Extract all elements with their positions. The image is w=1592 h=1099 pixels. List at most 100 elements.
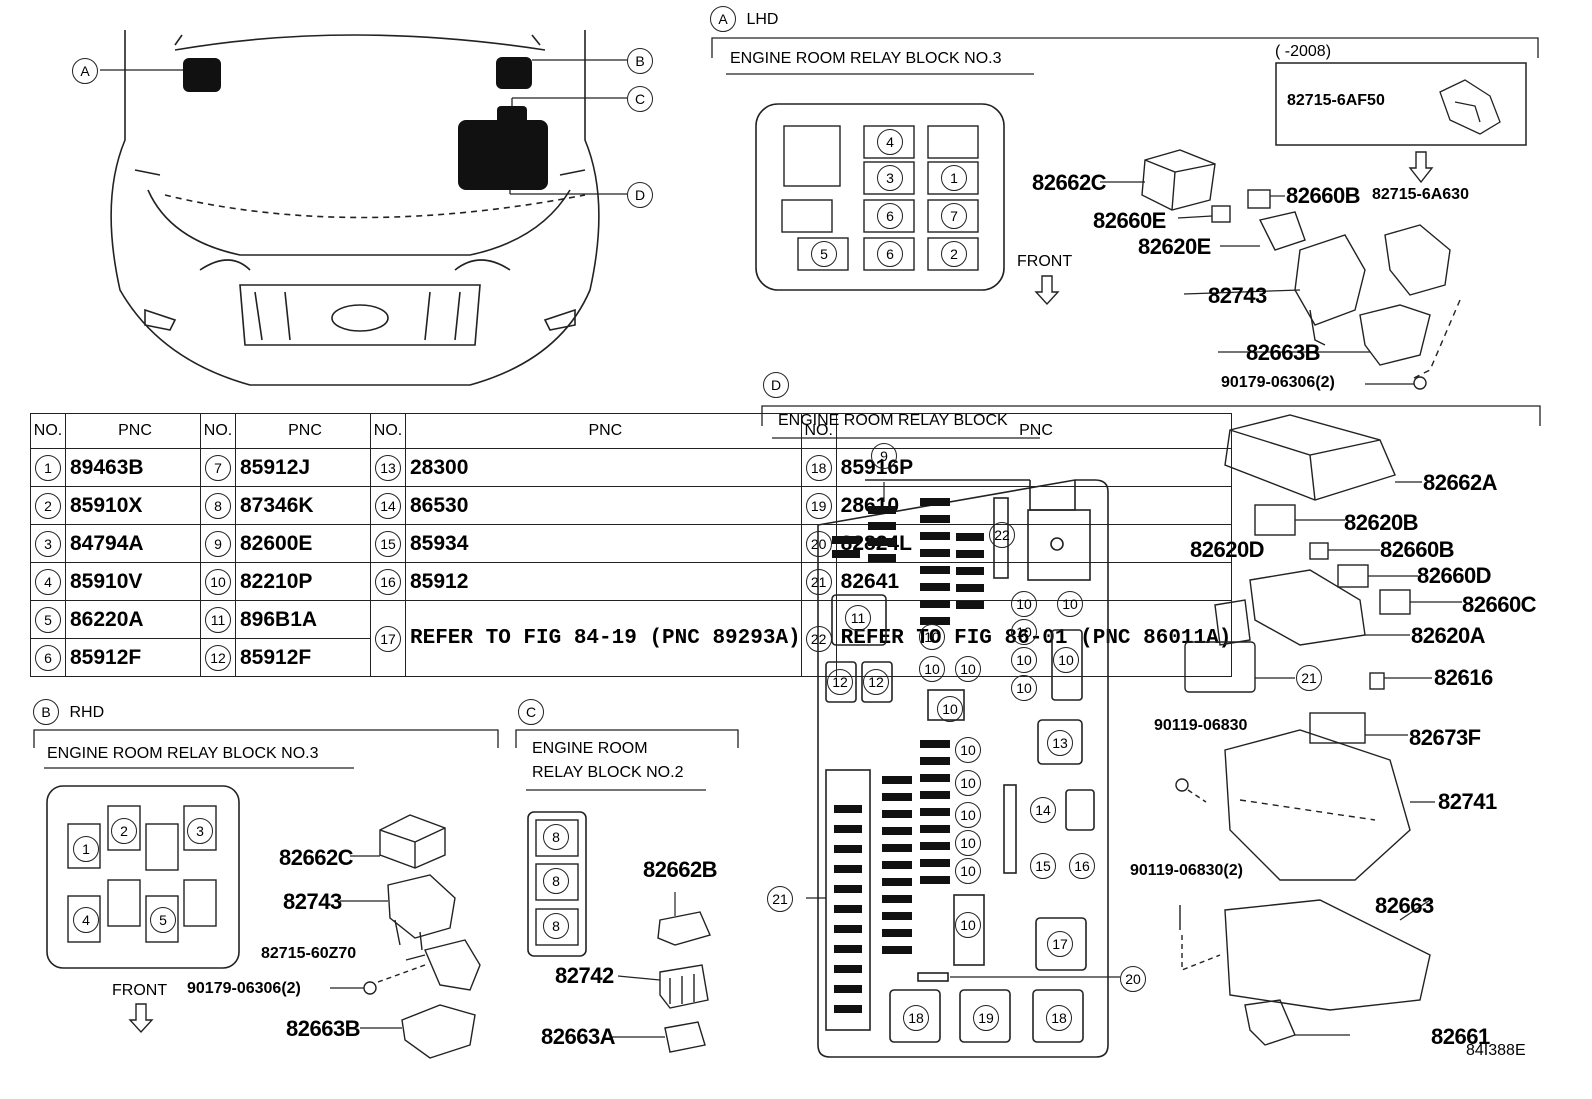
slot-d-10e: 10 <box>1011 647 1037 673</box>
callout-c-label: C <box>627 86 653 112</box>
part-82742: 82742 <box>555 963 614 988</box>
engine-room-relay-block <box>806 479 1120 1058</box>
slot-c-8b: 8 <box>543 868 569 894</box>
pnc-cell: 82210P <box>235 562 371 601</box>
pnc-cell: 85912 <box>405 562 802 601</box>
slot-d-15: 15 <box>1030 853 1056 879</box>
pnc-cell: 85910V <box>65 562 201 601</box>
part-82715-60z70: 82715-60Z70 <box>261 945 357 962</box>
pnc-cell: 85912F <box>65 638 201 677</box>
part-82662b: 82662B <box>643 857 718 882</box>
slot-d-10b: 10 <box>1057 591 1083 617</box>
section-d-bracket <box>761 405 1541 439</box>
part-82663b-a: 82663B <box>1246 340 1321 365</box>
slot-d-10c: 10 <box>1011 619 1037 645</box>
item-number: 8 <box>205 492 231 519</box>
slot-d-10h: 10 <box>955 656 981 682</box>
section-c-title-1: ENGINE ROOM <box>532 740 648 757</box>
table-row: 6 85912F 12 85912F <box>30 638 1232 677</box>
slot-d-13: 13 <box>1047 730 1073 756</box>
section-b-title: ENGINE ROOM RELAY BLOCK NO.3 <box>47 745 319 762</box>
section-b-variant: RHD <box>69 704 105 721</box>
table-header: PNC <box>405 413 802 449</box>
table-header: NO. <box>200 413 236 449</box>
front-label-a: FRONT <box>1017 253 1073 270</box>
inset-period: ( -2008) <box>1275 43 1332 60</box>
item-number: 2 <box>35 492 61 519</box>
slot-b-2: 2 <box>111 818 137 844</box>
slot-c-8a: 8 <box>543 824 569 850</box>
callout-b: B <box>627 48 653 74</box>
item-number: 17 <box>375 625 401 652</box>
part-82660b-a: 82660B <box>1286 183 1361 208</box>
pnc-cell: 85912F <box>235 638 371 677</box>
item-number: 5 <box>35 606 61 633</box>
pnc-cell: 86530 <box>405 486 802 525</box>
slot-d-17: 17 <box>1047 931 1073 957</box>
slot-d-18a: 18 <box>903 1005 929 1031</box>
slot-d-21-part: 21 <box>1296 665 1322 691</box>
relay-block-no3-lhd <box>755 103 1005 291</box>
slot-d-10g: 10 <box>919 656 945 682</box>
section-c-bracket <box>515 729 739 791</box>
section-c-label: C <box>518 699 544 725</box>
part-82620e-a: 82620E <box>1138 234 1211 259</box>
slot-d-10d: 10 <box>919 624 945 650</box>
slot-a-3: 3 <box>877 165 903 191</box>
item-number: 13 <box>375 454 401 481</box>
slot-a-4: 4 <box>877 129 903 155</box>
section-a-variant: LHD <box>746 11 779 28</box>
relay-block-no2 <box>527 811 587 957</box>
pnc-cell: 89463B <box>65 448 201 487</box>
section-a-title: ENGINE ROOM RELAY BLOCK NO.3 <box>730 50 1002 67</box>
section-c-parts-illustration <box>610 892 711 1053</box>
pnc-cell: 87346K <box>235 486 371 525</box>
callout-d: D <box>627 182 653 208</box>
slot-d-9: 9 <box>871 443 897 469</box>
slot-d-10k: 10 <box>955 737 981 763</box>
part-82663b-b: 82663B <box>286 1016 361 1041</box>
part-82662a: 82662A <box>1423 470 1498 495</box>
slot-d-10i: 10 <box>1011 675 1037 701</box>
table-header: NO. <box>30 413 66 449</box>
front-label-b: FRONT <box>112 982 168 999</box>
section-d-title: ENGINE ROOM RELAY BLOCK <box>778 412 1008 429</box>
slot-d-12a: 12 <box>827 669 853 695</box>
figure-id: 84I388E <box>1466 1042 1526 1059</box>
front-arrow-icon <box>128 1003 154 1034</box>
part-82661: 82661 <box>1431 1024 1490 1049</box>
pnc-cell: 82600E <box>235 524 371 563</box>
callout-b-label: B <box>627 48 653 74</box>
inset-box <box>1275 62 1527 146</box>
section-d-label: D <box>763 372 789 398</box>
section-b-label: B RHD <box>33 699 104 725</box>
slot-d-10f: 10 <box>1053 647 1079 673</box>
section-a-label: A LHD <box>710 6 778 32</box>
item-number: 15 <box>375 530 401 557</box>
relay-block-no3-rhd <box>46 785 240 969</box>
slot-d-10a: 10 <box>1011 591 1037 617</box>
vehicle-front-view <box>100 30 627 386</box>
item-number: 14 <box>375 492 401 519</box>
callout-a: A <box>72 58 98 84</box>
slot-d-19: 19 <box>973 1005 999 1031</box>
part-82715-6a630: 82715-6A630 <box>1372 186 1469 203</box>
part-90119-06830-2: 90119-06830(2) <box>1130 862 1243 879</box>
section-c-letter: C <box>518 699 544 725</box>
part-82663a: 82663A <box>541 1024 616 1049</box>
slot-d-11: 11 <box>845 605 871 631</box>
slot-d-18b: 18 <box>1046 1005 1072 1031</box>
pnc-cell: 84794A <box>65 524 201 563</box>
item-number: 12 <box>205 644 231 671</box>
slot-d-10j: 10 <box>937 696 963 722</box>
table-header: PNC <box>235 413 371 449</box>
item-number: 1 <box>35 454 61 481</box>
front-arrow-icon <box>1034 275 1060 306</box>
slot-d-10p: 10 <box>955 912 981 938</box>
item-number: 7 <box>205 454 231 481</box>
table-row: 4 85910V 10 82210P 16 85912 21 82641 <box>30 562 1233 601</box>
callout-c: C <box>627 86 653 112</box>
section-c-title-2: RELAY BLOCK NO.2 <box>532 764 684 781</box>
part-82660e-a: 82660E <box>1093 208 1166 233</box>
item-number: 9 <box>205 530 231 557</box>
